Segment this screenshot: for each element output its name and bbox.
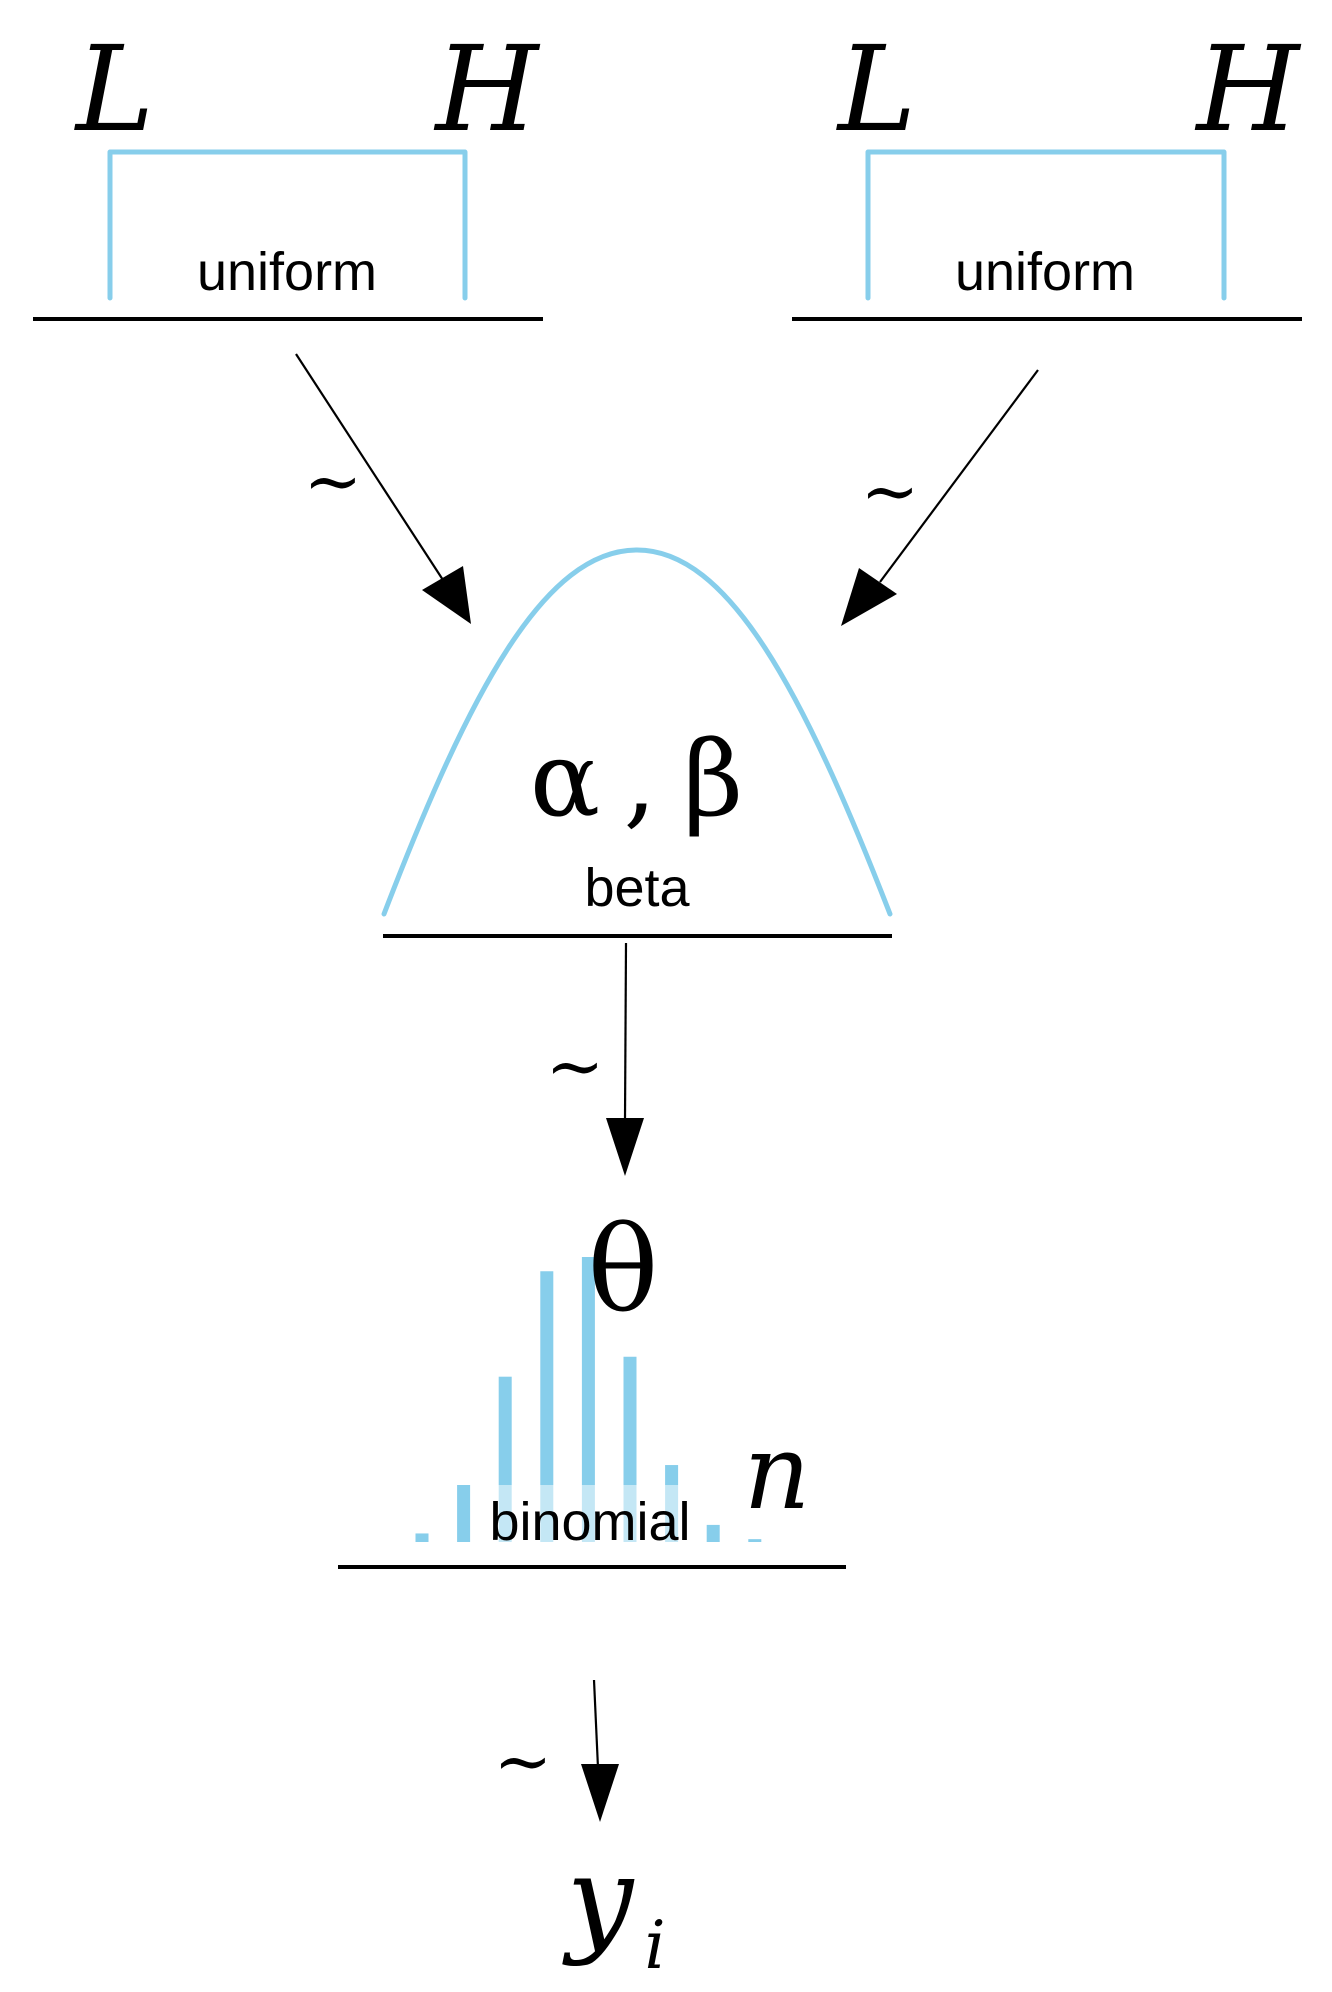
beta-label: beta: [584, 858, 690, 918]
right-uniform-curve: [865, 149, 1227, 301]
arrow-beta-to-binomial: ~: [546, 942, 644, 1176]
left-uniform-curve: [107, 149, 468, 301]
binomial-bar-base: [748, 1539, 762, 1542]
binomial-bar: [581, 1257, 595, 1485]
arrow-left-to-beta: ~: [295, 353, 471, 624]
binomial-bar-base: [581, 1485, 595, 1542]
binomial-bar-base: [665, 1485, 679, 1542]
tilde-symbol: ~: [861, 450, 920, 532]
binomial-bar: [540, 1271, 554, 1485]
right-uniform-label: uniform: [955, 242, 1135, 302]
arrow-head: [422, 566, 471, 624]
binomial-distribution: θ n binomial: [338, 1200, 846, 1569]
binomial-bar-base: [623, 1485, 637, 1542]
binomial-bars: [415, 1257, 762, 1542]
binomial-bar-base: [457, 1485, 471, 1542]
binomial-label: binomial: [489, 1492, 690, 1552]
alpha-param: α: [530, 718, 600, 840]
tilde-symbol: ~: [304, 440, 363, 522]
right-prior-H-label: H: [1195, 20, 1302, 158]
left-prior-H-label: H: [434, 20, 541, 158]
arrow-head: [606, 1118, 644, 1176]
theta-param: θ: [587, 1200, 658, 1338]
arrow-head: [841, 568, 897, 626]
binomial-bar-base: [706, 1524, 720, 1542]
binomial-bar-base: [415, 1533, 429, 1542]
i-subscript: i: [644, 1907, 665, 1984]
binomial-bar: [665, 1465, 679, 1485]
left-prior-L-label: L: [74, 20, 154, 158]
beta-distribution: α , β beta: [381, 547, 893, 938]
param-comma: ,: [623, 718, 656, 840]
right-prior-L-label: L: [836, 20, 916, 158]
binomial-bar: [498, 1376, 512, 1485]
n-param: n: [744, 1411, 811, 1533]
y-variable: y: [562, 1830, 635, 1968]
beta-param: β: [683, 718, 743, 840]
binomial-bar: [623, 1356, 637, 1485]
arrow-right-to-beta: ~: [841, 369, 1039, 626]
binomial-bar-base: [498, 1485, 512, 1542]
output-variable: y i: [562, 1830, 666, 1984]
arrow-binomial-to-output: ~: [494, 1679, 619, 1822]
beta-curve: [381, 547, 893, 917]
right-uniform-prior: L H uniform: [792, 20, 1302, 321]
binomial-bar-base: [540, 1485, 554, 1542]
left-uniform-label: uniform: [197, 242, 377, 302]
tilde-symbol: ~: [546, 1025, 605, 1107]
left-uniform-prior: L H uniform: [33, 20, 543, 321]
tilde-symbol: ~: [494, 1720, 553, 1802]
arrow-head: [581, 1764, 619, 1822]
